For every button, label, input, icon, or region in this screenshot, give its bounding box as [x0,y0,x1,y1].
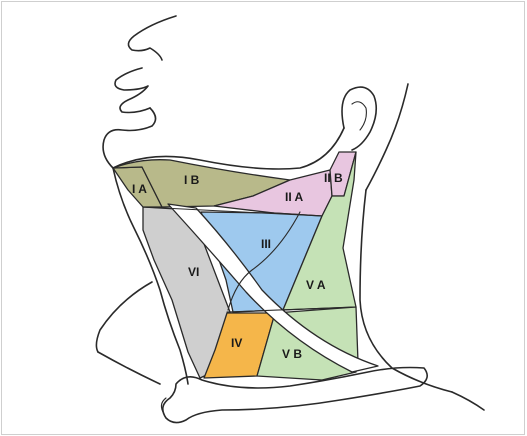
label-vb: V B [282,347,302,361]
label-ia: I A [132,182,147,196]
label-iia: II A [285,190,304,204]
label-vi: VI [188,265,199,279]
label-iii: III [261,237,271,251]
label-iib: II B [324,171,343,185]
label-ib: I B [184,173,200,187]
label-iv: IV [231,336,242,350]
label-va: V A [306,278,326,292]
